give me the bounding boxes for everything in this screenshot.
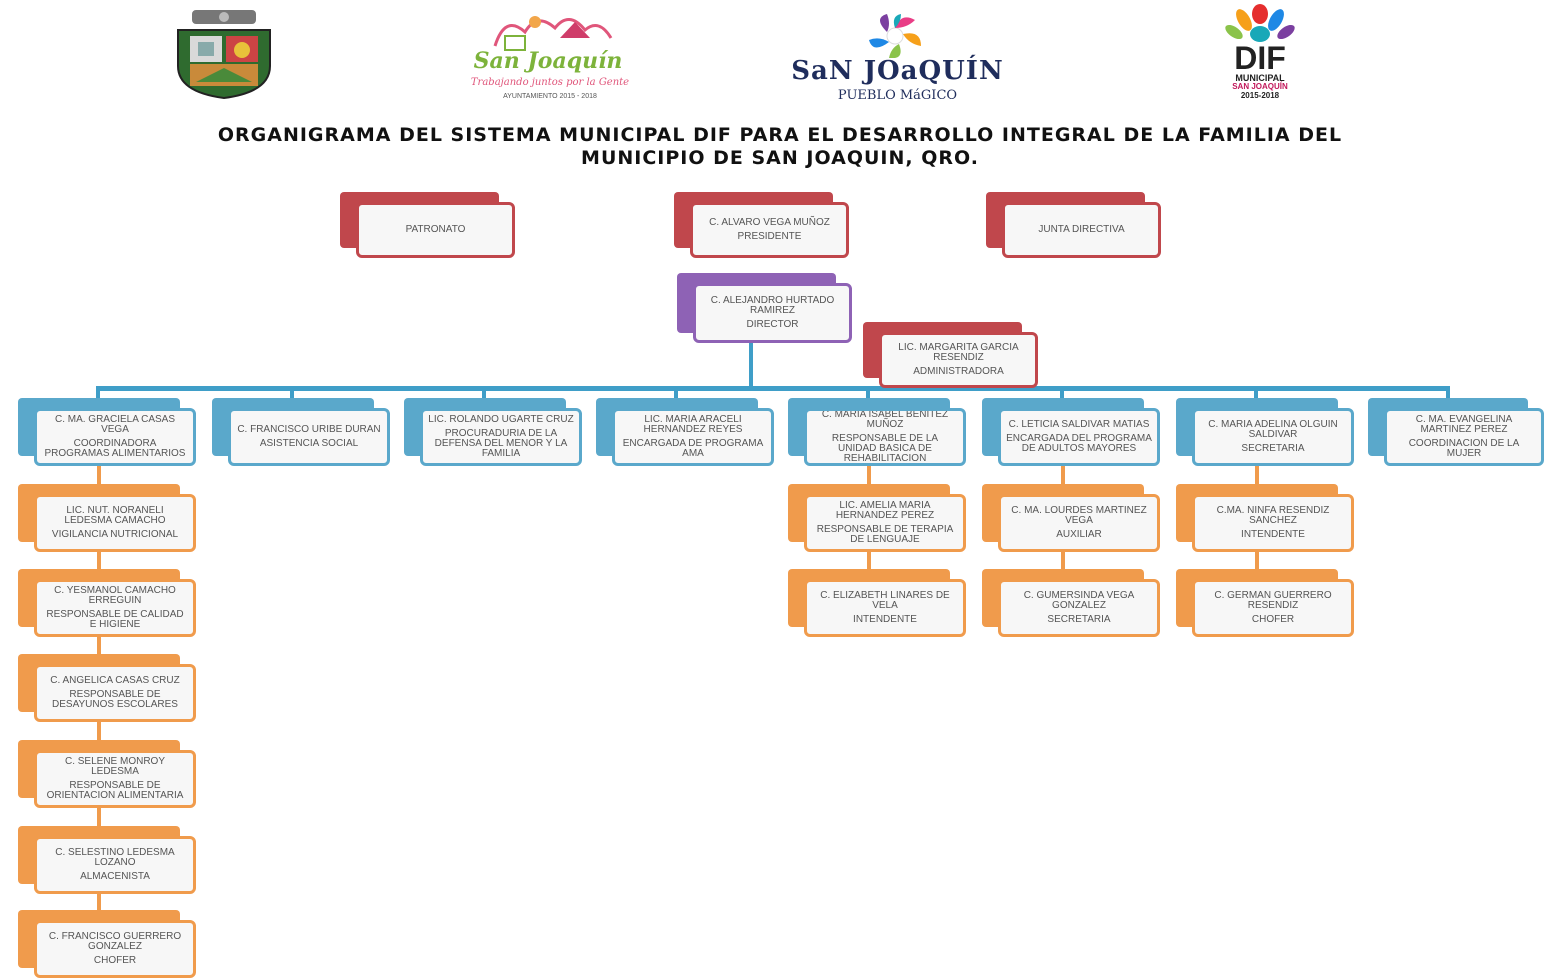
node-name: C.MA. NINFA RESENDIZ SANCHEZ: [1216, 505, 1330, 526]
node-role: CHOFER: [93, 955, 137, 966]
node-name: C. MA. GRACIELA CASAS VEGA: [54, 414, 176, 435]
page-title-line-2: MUNICIPIO DE SAN JOAQUIN, QRO.: [581, 147, 979, 169]
node-role: INTENDENTE: [853, 614, 917, 625]
node-coordinator-7[interactable]: C. MARIA ADELINA OLGUIN SALDIVAR SECRETA…: [1176, 398, 1354, 466]
ayuntamiento-period-text: AYUNTAMIENTO 2015 - 2018: [503, 93, 597, 100]
node-coordinator-5[interactable]: C. MARIA ISABEL BENITEZ MUÑOZ RESPONSABL…: [788, 398, 966, 466]
coordinator-drop-6: [1060, 386, 1064, 402]
node-col5-2[interactable]: C. ELIZABETH LINARES DE VELA INTENDENTE: [788, 569, 966, 637]
node-name: C. FRANCISCO URIBE DURAN: [237, 424, 381, 435]
node-coordinator-4[interactable]: LIC. MARIA ARACELI HERNANDEZ REYES ENCAR…: [596, 398, 774, 466]
node-role: SECRETARIA: [1047, 614, 1111, 625]
node-col1-3[interactable]: C. ANGELICA CASAS CRUZ RESPONSABLE DE DE…: [18, 654, 196, 722]
node-name: C. MARIA ISABEL BENITEZ MUÑOZ: [821, 409, 949, 430]
node-role: ADMINISTRADORA: [913, 366, 1004, 377]
pueblo-magico-logo: SaN JOaQUÍN PUEBLO MáGICO: [775, 12, 1020, 108]
node-role: ALMACENISTA: [80, 871, 150, 882]
node-col1-2[interactable]: C. YESMANOL CAMACHO ERREGUIN RESPONSABLE…: [18, 569, 196, 637]
node-coordinator-8[interactable]: C. MA. EVANGELINA MARTINEZ PEREZ COORDIN…: [1368, 398, 1544, 466]
dif-big-text: DIF: [1234, 40, 1286, 76]
node-coordinator-3[interactable]: LIC. ROLANDO UGARTE CRUZ PROCURADURIA DE…: [404, 398, 582, 466]
coordinators-horizontal-bus: [96, 386, 1450, 391]
pueblo-magico-name-text: SaN JOaQUÍN: [791, 56, 1004, 86]
coordinator-drop-7: [1254, 386, 1258, 402]
node-col7-1[interactable]: C.MA. NINFA RESENDIZ SANCHEZ INTENDENTE: [1176, 484, 1354, 552]
node-name: JUNTA DIRECTIVA: [1038, 224, 1125, 235]
node-coordinator-1[interactable]: C. MA. GRACIELA CASAS VEGA COORDINADORA …: [18, 398, 196, 466]
node-role: CHOFER: [1251, 614, 1295, 625]
node-coordinator-2[interactable]: C. FRANCISCO URIBE DURAN ASISTENCIA SOCI…: [212, 398, 390, 466]
san-joaquin-ayuntamiento-logo: San Joaquín Trabajando juntos por la Gen…: [465, 8, 635, 104]
node-name: C. GERMAN GUERRERO RESENDIZ: [1214, 590, 1332, 611]
node-name: LIC. AMELIA MARIA HERNANDEZ PEREZ: [835, 500, 935, 521]
node-name: C. GUMERSINDA VEGA GONZALEZ: [1023, 590, 1135, 611]
municipal-coat-of-arms-logo: [170, 8, 278, 100]
node-role: VIGILANCIA NUTRICIONAL: [51, 529, 179, 540]
node-name: LIC. MARGARITA GARCIA RESENDIZ: [898, 342, 1019, 363]
node-role: AUXILIAR: [1056, 529, 1102, 540]
node-role: INTENDENTE: [1241, 529, 1305, 540]
node-name: C. LETICIA SALDIVAR MATIAS: [1008, 419, 1150, 430]
node-name: C. MA. LOURDES MARTINEZ VEGA: [1011, 505, 1147, 526]
coordinator-drop-1: [96, 386, 100, 402]
node-role: PRESIDENTE: [737, 231, 802, 242]
node-name: LIC. MARIA ARACELI HERNANDEZ REYES: [643, 414, 743, 435]
node-name: LIC. ROLANDO UGARTE CRUZ: [428, 414, 574, 425]
page-title-line-1: ORGANIGRAMA DEL SISTEMA MUNICIPAL DIF PA…: [217, 124, 1343, 146]
pueblo-magico-sub-text: PUEBLO MáGICO: [837, 88, 958, 103]
node-patronato[interactable]: PATRONATO: [340, 192, 515, 258]
dif-years-text: 2015-2018: [1240, 91, 1280, 100]
node-col1-5[interactable]: C. SELESTINO LEDESMA LOZANO ALMACENISTA: [18, 826, 196, 894]
node-coordinator-6[interactable]: C. LETICIA SALDIVAR MATIAS ENCARGADA DEL…: [982, 398, 1160, 466]
node-col6-2[interactable]: C. GUMERSINDA VEGA GONZALEZ SECRETARIA: [982, 569, 1160, 637]
node-role: COORDINADORA PROGRAMAS ALIMENTARIOS: [44, 438, 186, 459]
director-vertical-connector: [749, 340, 753, 390]
node-col1-1[interactable]: LIC. NUT. NORANELI LEDESMA CAMACHO VIGIL…: [18, 484, 196, 552]
node-name: C. ALVARO VEGA MUÑOZ: [709, 217, 830, 228]
node-name: C. YESMANOL CAMACHO ERREGUIN: [54, 585, 176, 606]
coordinator-drop-3: [482, 386, 486, 402]
node-col6-1[interactable]: C. MA. LOURDES MARTINEZ VEGA AUXILIAR: [982, 484, 1160, 552]
node-role: RESPONSABLE DE ORIENTACION ALIMENTARIA: [46, 780, 184, 801]
node-name: C. ELIZABETH LINARES DE VELA: [820, 590, 950, 611]
node-col7-2[interactable]: C. GERMAN GUERRERO RESENDIZ CHOFER: [1176, 569, 1354, 637]
node-col1-4[interactable]: C. SELENE MONROY LEDESMA RESPONSABLE DE …: [18, 740, 196, 808]
node-role: RESPONSABLE DE CALIDAD E HIGIENE: [46, 609, 184, 630]
node-role: PROCURADURIA DE LA DEFENSA DEL MENOR Y L…: [434, 428, 568, 459]
node-role: ASISTENCIA SOCIAL: [259, 438, 359, 449]
dif-municipal-text: MUNICIPAL: [1235, 73, 1285, 83]
node-director[interactable]: C. ALEJANDRO HURTADO RAMIREZ DIRECTOR: [677, 273, 852, 343]
node-name: PATRONATO: [405, 224, 466, 235]
node-presidente[interactable]: C. ALVARO VEGA MUÑOZ PRESIDENTE: [674, 192, 849, 258]
node-name: C. SELESTINO LEDESMA LOZANO: [55, 847, 175, 868]
coordinator-drop-2: [290, 386, 294, 402]
san-joaquin-script-text: San Joaquín: [473, 48, 623, 74]
dif-municipal-logo: DIF MUNICIPAL SAN JOAQUÍN 2015-2018: [1210, 2, 1310, 100]
node-name: C. SELENE MONROY LEDESMA: [64, 756, 166, 777]
node-col5-1[interactable]: LIC. AMELIA MARIA HERNANDEZ PEREZ RESPON…: [788, 484, 966, 552]
node-junta-directiva[interactable]: JUNTA DIRECTIVA: [986, 192, 1161, 258]
node-name: LIC. NUT. NORANELI LEDESMA CAMACHO: [64, 505, 166, 526]
node-role: COORDINACION DE LA MUJER: [1408, 438, 1520, 459]
node-role: RESPONSABLE DE DESAYUNOS ESCOLARES: [52, 689, 178, 710]
node-role: ENCARGADA DE PROGRAMA AMA: [622, 438, 764, 459]
node-role: DIRECTOR: [746, 319, 799, 330]
coordinator-drop-5: [866, 386, 870, 402]
san-joaquin-tagline-text: Trabajando juntos por la Gente: [470, 77, 630, 88]
node-name: C. MARIA ADELINA OLGUIN SALDIVAR: [1208, 419, 1338, 440]
coordinator-drop-8: [1446, 386, 1450, 402]
node-role: ENCARGADA DEL PROGRAMA DE ADULTOS MAYORE…: [1006, 433, 1152, 454]
node-role: RESPONSABLE DE LA UNIDAD BASICA DE REHAB…: [831, 433, 939, 464]
node-administradora[interactable]: LIC. MARGARITA GARCIA RESENDIZ ADMINISTR…: [863, 322, 1038, 388]
page-title: ORGANIGRAMA DEL SISTEMA MUNICIPAL DIF PA…: [100, 124, 1460, 170]
node-role: SECRETARIA: [1241, 443, 1305, 454]
node-col1-6[interactable]: C. FRANCISCO GUERRERO GONZALEZ CHOFER: [18, 910, 196, 978]
node-name: C. ANGELICA CASAS CRUZ: [50, 675, 180, 686]
dif-place-text: SAN JOAQUÍN: [1232, 82, 1288, 91]
node-role: RESPONSABLE DE TERAPIA DE LENGUAJE: [816, 524, 954, 545]
node-name: C. FRANCISCO GUERRERO GONZALEZ: [48, 931, 182, 952]
node-name: C. MA. EVANGELINA MARTINEZ PEREZ: [1415, 414, 1513, 435]
coordinator-drop-4: [674, 386, 678, 402]
node-name: C. ALEJANDRO HURTADO RAMIREZ: [710, 295, 835, 316]
